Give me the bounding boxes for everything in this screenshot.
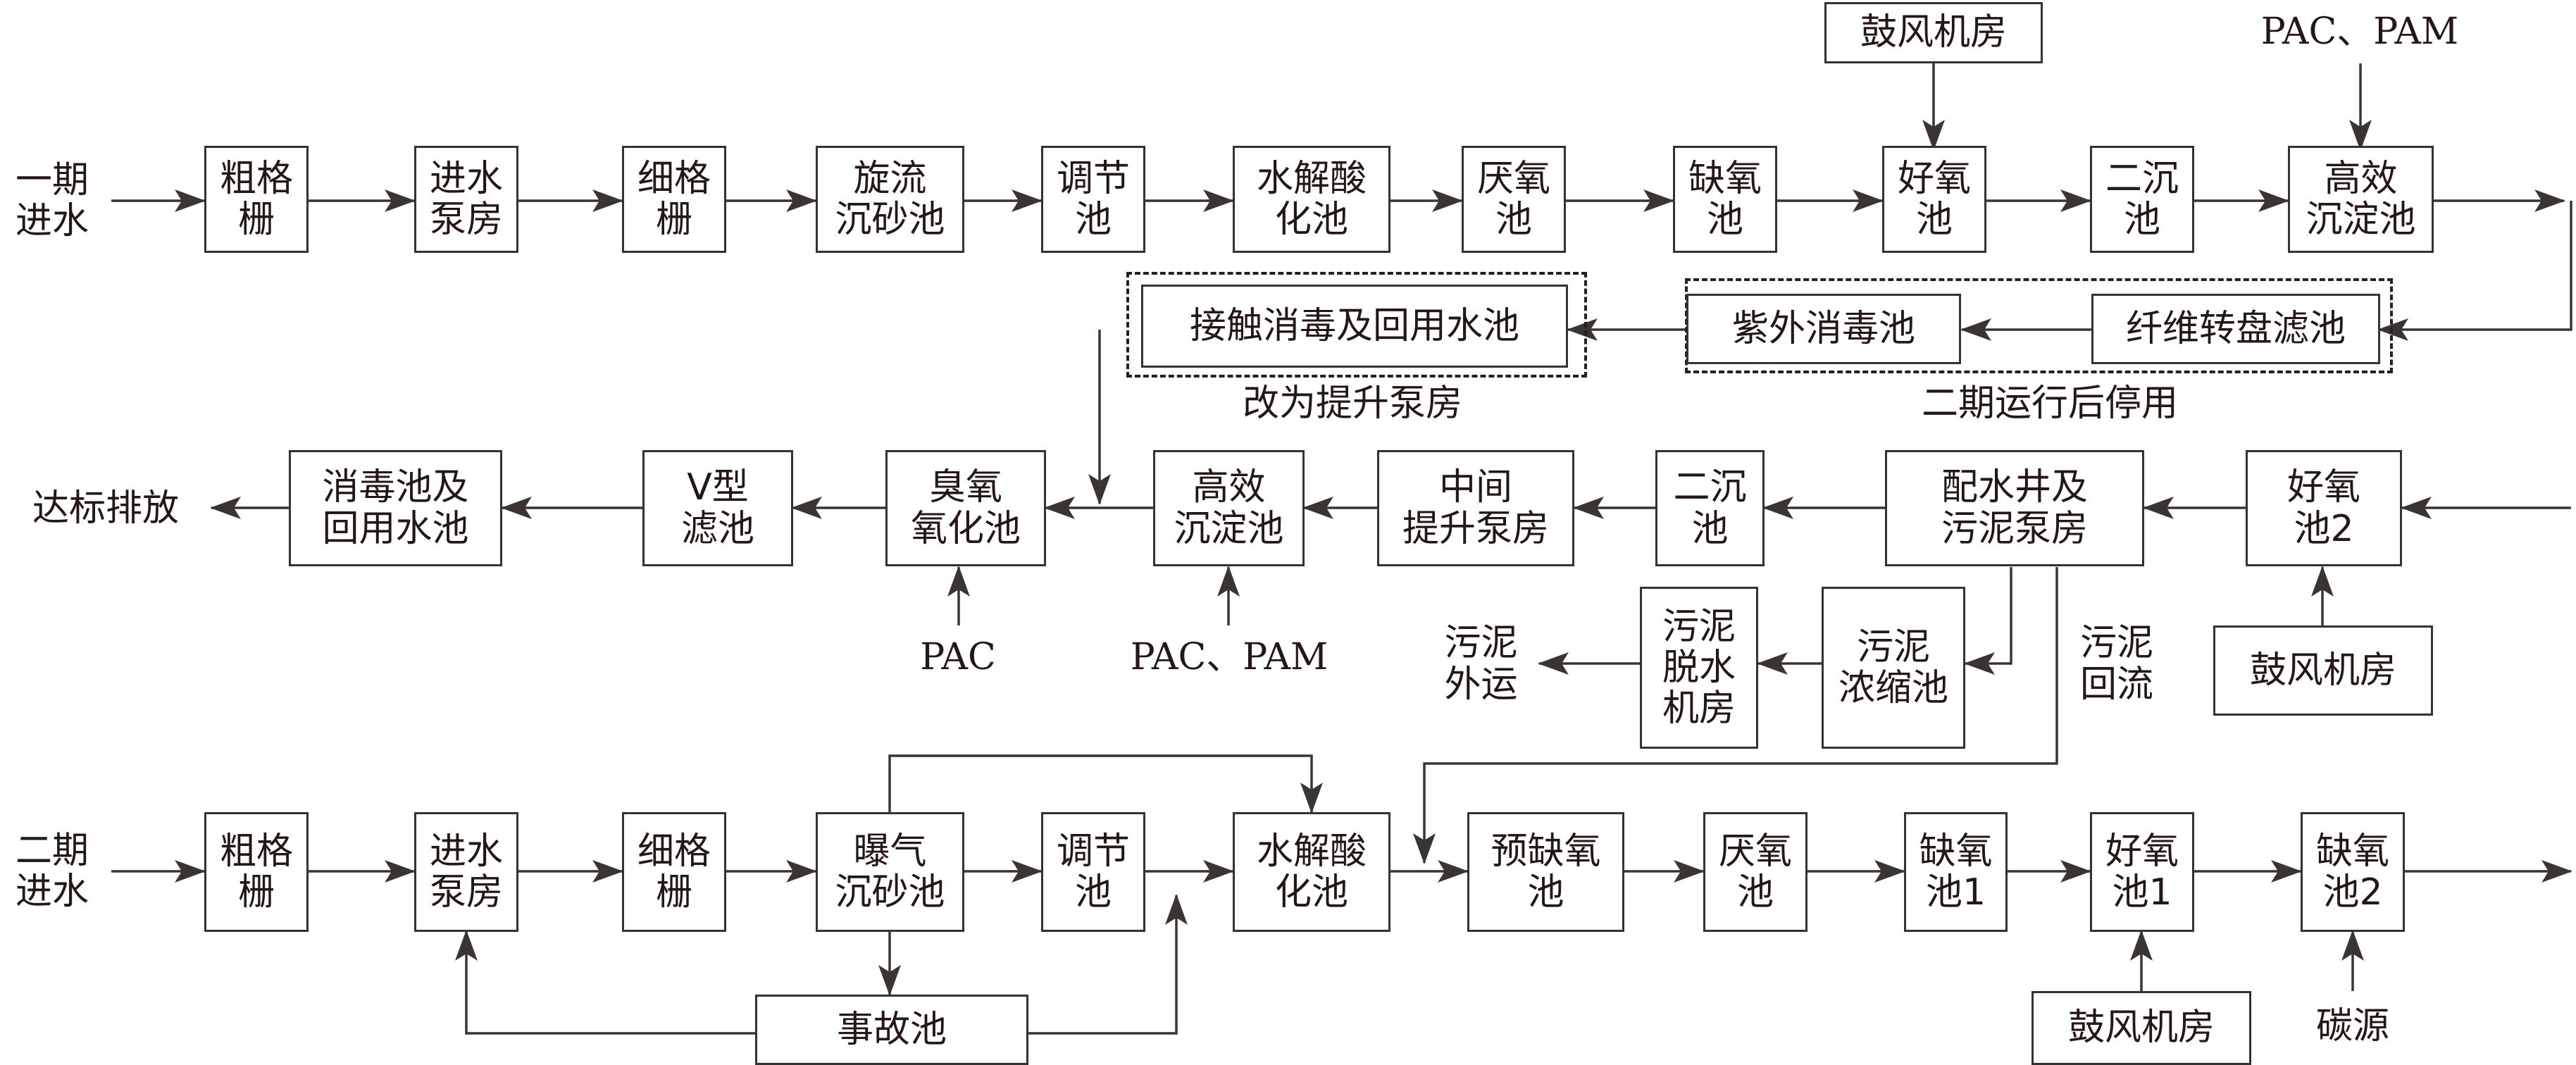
p1-inlet-label: 一期 进水 [15,158,89,242]
intermediate-lift-pump: 中间 提升泵房 [1377,450,1574,566]
p1-hydrolysis: 水解酸 化池 [1233,146,1390,253]
p2-anoxic-2: 缺氧 池2 [2301,812,2405,932]
p2-inlet-pump: 进水 泵房 [414,812,518,932]
arrow-well-thickener [1964,567,2012,675]
disinfection-reuse-pool: 消毒池及 回用水池 [289,450,502,566]
discharge-label: 达标排放 [32,487,179,530]
blower-room-mid: 鼓风机房 [2213,625,2433,716]
contact-disinfection-reuse-tank: 接触消毒及回用水池 [1141,285,1568,368]
p1-pac-pam-label: PAC、PAM [2260,10,2459,53]
p1-fine-screen: 细格 栅 [622,146,726,253]
p1-coarse-screen: 粗格 栅 [204,146,309,253]
uv-disinfection: 紫外消毒池 [1686,294,1961,364]
sludge-thickener: 污泥 浓缩池 [1822,587,1965,749]
p1-high-efficiency-sedimentation: 高效 沉淀池 [2288,146,2434,253]
arrow-accident-pump [455,930,755,1035]
p2-aerated-grit: 曝气 沉砂池 [816,812,964,932]
note-stopped-after-phase2: 二期运行后停用 [1921,382,2178,425]
distribution-well-sludge-pump: 配水井及 污泥泵房 [1885,450,2144,566]
dashed-group-contact [1126,272,1587,378]
arrow-grit-bypass-hydro [888,754,1323,814]
p2-coarse-screen: 粗格 栅 [204,812,309,932]
sludge-dewatering-room: 污泥 脱水 机房 [1640,587,1758,749]
mid-high-efficiency-sedimentation: 高效 沉淀池 [1153,450,1305,566]
pac-pam-label-2: PAC、PAM [1130,635,1329,678]
p2-equalization: 调节 池 [1041,812,1145,932]
sludge-return-label: 污泥 回流 [2079,622,2153,706]
p1-anaerobic: 厌氧 池 [1462,146,1566,253]
sludge-out-label: 污泥 外运 [1444,622,1518,706]
p2-pre-anoxic: 预缺氧 池 [1467,812,1624,932]
note-converted-pump-house: 改为提升泵房 [1242,382,1462,425]
pac-label: PAC [920,635,996,678]
arrow-hes-to-filter [2377,201,2572,341]
p2-aerobic-1: 好氧 池1 [2090,812,2194,932]
arrow-accident-eq [1028,894,1188,1035]
p1-equalization: 调节 池 [1041,146,1145,253]
p2-accident-pool: 事故池 [755,995,1028,1065]
mid-secondary-clarifier: 二沉 池 [1655,450,1765,566]
p1-aerobic: 好氧 池 [1882,146,1986,253]
ozone-oxidation: 臭氧 氧化池 [885,450,1046,566]
p1-anoxic: 缺氧 池 [1673,146,1777,253]
fiber-disc-filter: 纤维转盘滤池 [2091,294,2380,364]
aerobic-tank-2: 好氧 池2 [2246,450,2402,566]
p2-hydrolysis: 水解酸 化池 [1233,812,1390,932]
p2-anoxic-1: 缺氧 池1 [1904,812,2008,932]
carbon-source-label: 碳源 [2315,1004,2389,1047]
p2-fine-screen: 细格 栅 [622,812,726,932]
v-type-filter: V型 滤池 [642,450,793,566]
arrow-sludge-return [1413,567,2058,864]
p2-anaerobic: 厌氧 池 [1703,812,1807,932]
p2-blower-room: 鼓风机房 [2031,991,2251,1065]
p1-vortex-grit: 旋流 沉砂池 [816,146,964,253]
p1-secondary-clarifier: 二沉 池 [2090,146,2194,253]
p1-inlet-pump: 进水 泵房 [414,146,518,253]
p1-blower-room: 鼓风机房 [1824,2,2043,63]
p2-inlet-label: 二期 进水 [15,829,89,913]
